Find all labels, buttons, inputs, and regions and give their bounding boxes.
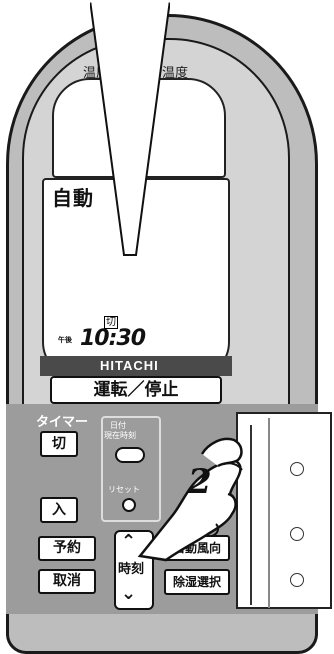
- cover-edge: [268, 418, 270, 608]
- hole-icon: [290, 462, 304, 476]
- hole-icon: [290, 573, 304, 587]
- time-rocker-label: 時刻: [118, 562, 145, 577]
- brand-band: [40, 356, 232, 376]
- timer-off-indicator: 切: [104, 316, 118, 329]
- temp-label-right: 温度: [162, 66, 189, 81]
- reset-button[interactable]: [122, 498, 136, 512]
- side-cover: [236, 412, 332, 609]
- current-time-label: 現在時刻: [104, 431, 136, 440]
- date-label: 日付: [110, 421, 126, 430]
- mode-text: 自動: [52, 186, 94, 210]
- step-number: 2: [188, 462, 212, 502]
- timer-off-button[interactable]: 切: [40, 431, 78, 457]
- hand-pointing-icon: [137, 437, 243, 562]
- time-rocker[interactable]: [114, 530, 154, 610]
- hole-icon: [290, 527, 304, 541]
- date-section: [101, 416, 161, 522]
- clock-time: 10:30: [80, 326, 146, 351]
- cancel-button[interactable]: 取消: [38, 569, 96, 594]
- run-stop-button[interactable]: 運転／停止: [50, 376, 222, 404]
- date-time-button[interactable]: [115, 447, 145, 463]
- reserve-button[interactable]: 予約: [38, 536, 96, 561]
- time-prefix: 午後: [58, 336, 72, 344]
- timer-label: タイマー: [36, 415, 89, 430]
- timer-on-button[interactable]: 入: [40, 497, 78, 523]
- chevron-up-icon[interactable]: ⌃: [121, 531, 137, 552]
- brand-logo: HITACHI: [100, 358, 159, 373]
- cover-hinge: [250, 425, 252, 605]
- pointer-arrow-icon: [90, 0, 170, 256]
- dehumidify-select-button[interactable]: 除湿選択: [164, 569, 230, 595]
- reset-label: リセット: [108, 485, 140, 494]
- chevron-down-icon[interactable]: ⌄: [121, 583, 137, 604]
